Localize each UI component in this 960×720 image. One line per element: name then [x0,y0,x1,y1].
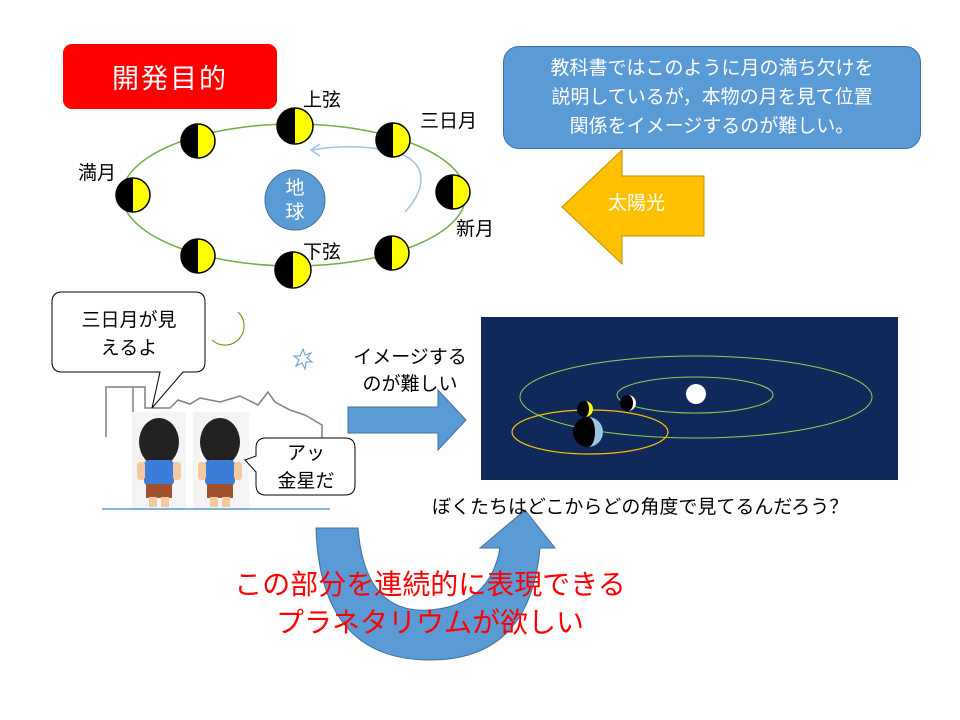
child-right [193,412,249,510]
imagine-line-1: イメージする [353,346,467,368]
bubble-left-text: 三日月が見 えるよ [56,306,202,362]
moon-bottom-left [180,238,216,274]
note-line-2: 説明しているが，本物の月を見て位置 [551,86,873,108]
moon-top [276,107,314,145]
horizon-skyline [105,386,323,440]
label-full-moon: 満月 [78,162,117,184]
moon-top-right [375,122,411,158]
moon-bottom [274,251,312,289]
earth-label-1: 地 [285,177,305,199]
page-title: 開発目的 [63,44,277,109]
explanation-note: 教科書ではこのように月の満ち欠けを 説明しているが，本物の月を見て位置 関係をイ… [503,46,921,149]
speech-bubble-right [244,437,356,496]
label-new-moon: 新月 [456,218,495,240]
sunlight-label: 太陽光 [608,192,666,214]
moon-bottom-right [374,235,410,271]
moon-right [435,174,471,210]
planetarium-wish: この部分を連続的に表現できる プラネタリウムが欲しい [210,566,650,642]
moon-left [115,177,151,213]
note-line-3: 関係をイメージするのが難しい。 [569,115,855,137]
label-crescent: 三日月 [420,110,478,132]
imagine-text: イメージする のが難しい [345,344,475,398]
sun-circle [686,384,706,404]
viewpoint-question: ぼくたちはどこからどの角度で見てるんだろう？ [432,496,849,518]
venus-circle [620,395,636,411]
sunlight-arrow [561,148,705,266]
speech-bubble-left [51,291,206,409]
orbit-direction-arrow [312,146,422,213]
bubble-right-text: アッ 金星だ [258,439,354,495]
crescent-moon-icon [211,311,245,346]
moon-space [577,401,593,417]
orbit-arrow-head [309,143,321,157]
moon-top-left [180,123,216,159]
earth-space [573,417,603,447]
venus-sparkle-icon [292,347,314,371]
imagine-arrow [347,388,467,452]
note-line-1: 教科書ではこのように月の満ち欠けを [550,57,874,79]
earth-circle [264,169,326,231]
earth-label: 地 球 [283,176,307,224]
label-last-quarter: 下弦 [303,241,342,263]
bubble-left-line-1: 三日月が見 [81,309,177,331]
outer-orbit [519,355,873,439]
wish-line-2: プラネタリウムが欲しい [275,606,584,639]
label-first-quarter: 上弦 [303,89,342,111]
imagine-line-2: のが難しい [362,373,458,395]
bubble-left-line-2: えるよ [100,337,158,359]
bubble-right-line-1: アッ [286,442,325,464]
earth-label-2: 球 [285,201,305,223]
venus-orbit [616,376,774,414]
child-left [132,412,186,510]
wish-line-1: この部分を連続的に表現できる [234,568,626,601]
bubble-right-line-2: 金星だ [277,470,335,492]
continuous-arrow [315,509,557,661]
